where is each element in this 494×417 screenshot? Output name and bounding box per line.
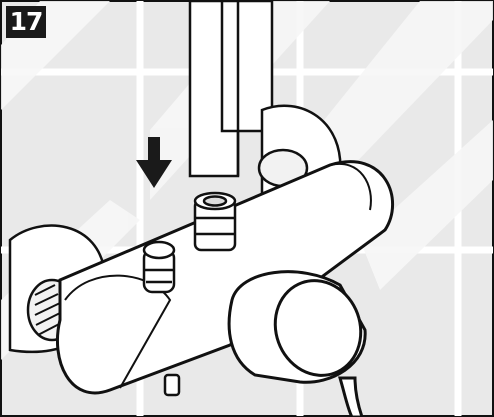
bottom-nubs — [163, 373, 181, 397]
stop-button — [142, 240, 176, 294]
control-handle — [227, 270, 367, 417]
step-number-badge: 17 — [6, 6, 46, 38]
outlet-connector — [193, 191, 237, 252]
down-arrow-icon — [136, 137, 172, 188]
